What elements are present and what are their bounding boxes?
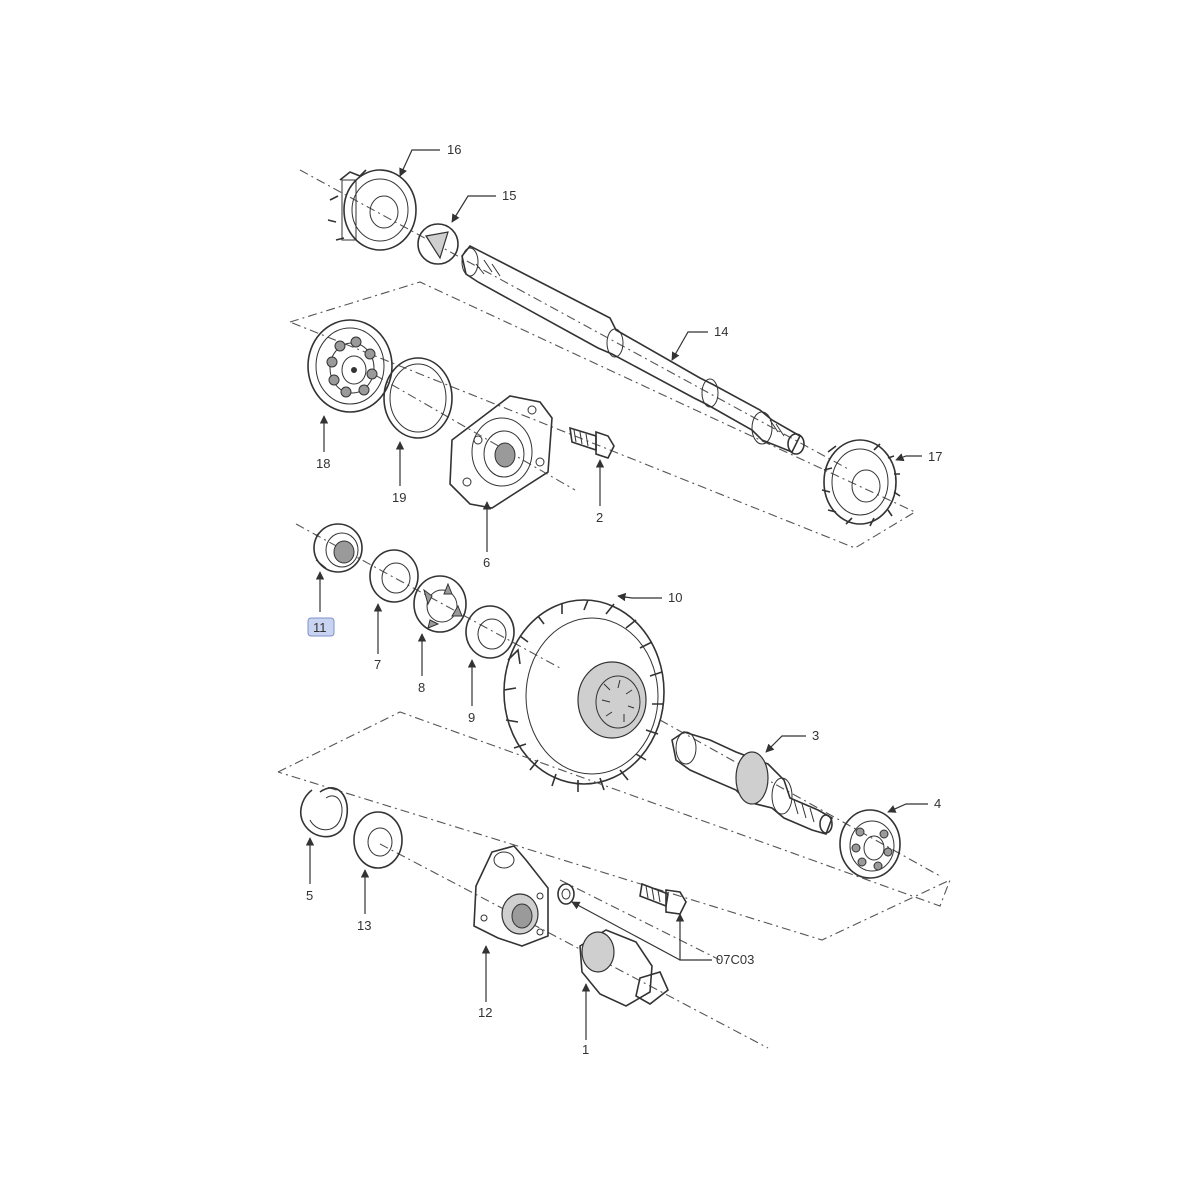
ring-part-19	[383, 357, 453, 439]
callout-1: 1	[582, 1042, 589, 1057]
thrust-bearing-part-8	[413, 575, 467, 633]
housing-part-12	[473, 845, 549, 947]
bolt-part-2	[569, 426, 615, 459]
axis-line-top-lower	[374, 374, 576, 491]
callout-11-highlight	[307, 617, 335, 637]
callout-12: 12	[478, 1005, 492, 1020]
callout-14: 14	[714, 324, 728, 339]
callout-9: 9	[468, 710, 475, 725]
axis-line-top	[299, 169, 851, 471]
key-part-15	[417, 223, 459, 265]
bottom-assembly	[277, 711, 952, 1049]
callout-3: 3	[812, 728, 819, 743]
axis-line-middle-right	[659, 719, 941, 877]
shaft-part-14	[461, 244, 805, 455]
middle-assembly	[295, 523, 941, 879]
large-gear-part-10	[503, 599, 665, 792]
callout-2: 2	[596, 510, 603, 525]
callout-4: 4	[934, 796, 941, 811]
washer-part-9	[465, 605, 515, 659]
plug-part-1	[579, 929, 669, 1007]
callout-17: 17	[928, 449, 942, 464]
subassembly-boundary-top	[289, 281, 917, 549]
callout-10: 10	[668, 590, 682, 605]
gear-part-17	[821, 439, 901, 527]
gear-part-16	[327, 169, 417, 251]
bearing-part-4	[839, 809, 901, 879]
callout-15: 15	[502, 188, 516, 203]
snap-ring-part-5	[299, 787, 349, 838]
axis-line-bottom-right	[559, 879, 721, 961]
callout-labels: 16 15 14 17 18 19 6 2 11 7 8 9 10 3 4 5 …	[306, 142, 942, 1057]
callout-8: 8	[418, 680, 425, 695]
callout-5: 5	[306, 888, 313, 903]
callout-6: 6	[483, 555, 490, 570]
washer-part-7	[369, 549, 419, 603]
top-assembly	[289, 169, 917, 549]
callout-16: 16	[447, 142, 461, 157]
needle-bearing-part-11	[313, 523, 363, 573]
subassembly-boundary-bottom	[277, 711, 952, 941]
callout-13: 13	[357, 918, 371, 933]
leader-lines	[305, 149, 928, 1040]
small-washer	[557, 883, 575, 905]
flange-plate-part-6	[449, 395, 553, 509]
washer-part-13	[353, 811, 403, 869]
axis-line-bottom	[379, 843, 769, 1049]
callout-07c03: 07C03	[716, 952, 754, 967]
bearing-part-18	[307, 319, 393, 413]
callout-11: 11	[313, 620, 327, 635]
stepped-shaft-part-3	[671, 731, 833, 835]
bolt-07c03	[639, 882, 687, 915]
callout-19: 19	[392, 490, 406, 505]
callout-7: 7	[374, 657, 381, 672]
callout-18: 18	[316, 456, 330, 471]
